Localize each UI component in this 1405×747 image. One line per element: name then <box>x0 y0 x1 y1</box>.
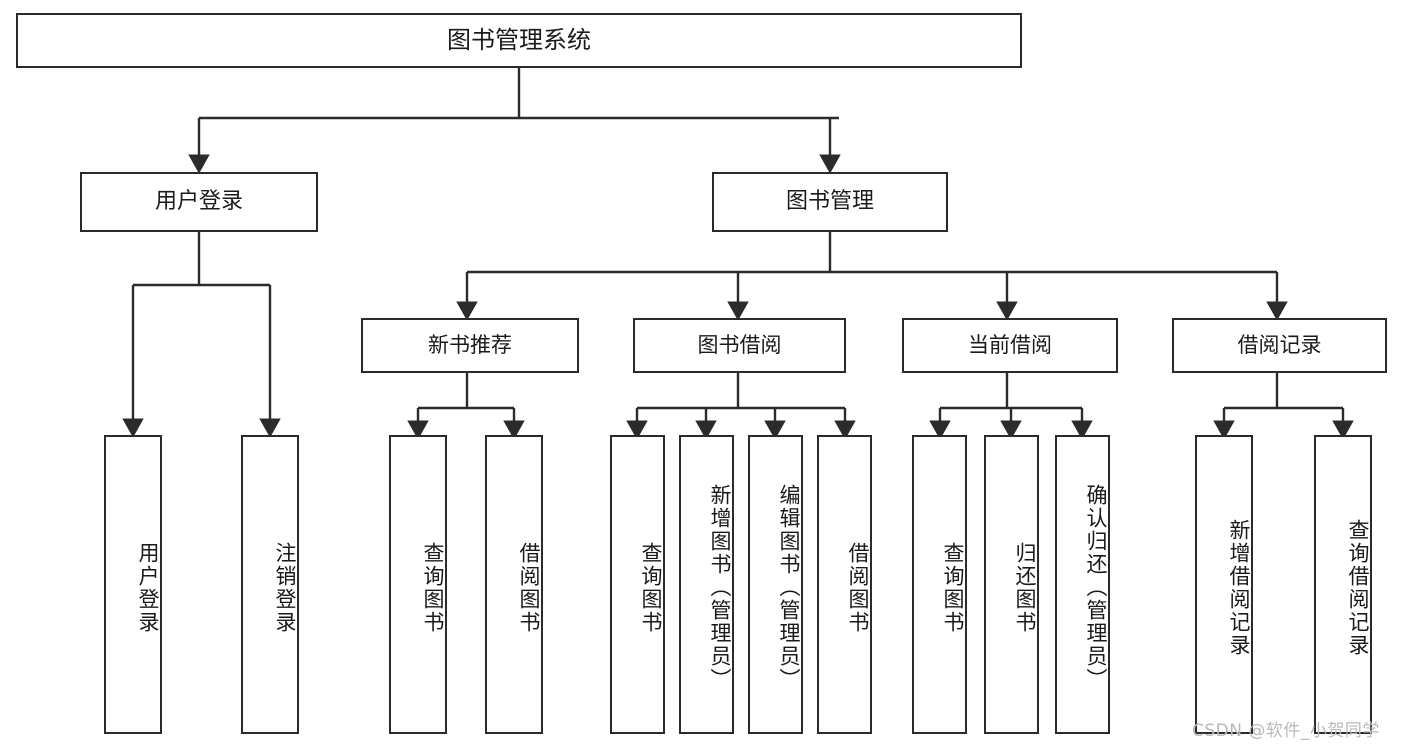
node-leaf-query-book-1[interactable]: 查询图书 <box>389 435 447 734</box>
node-new-book-recommend[interactable]: 新书推荐 <box>361 318 579 373</box>
node-leaf-edit-book[interactable]: 编辑图书（管理员） <box>748 435 803 734</box>
node-root[interactable]: 图书管理系统 <box>16 13 1022 68</box>
node-leaf-query-record-label: 查询借阅记录 <box>1346 518 1370 657</box>
node-leaf-borrow-book-2[interactable]: 借阅图书 <box>817 435 872 734</box>
node-current-borrow[interactable]: 当前借阅 <box>902 318 1118 373</box>
edge-root-stem <box>188 68 841 174</box>
node-leaf-query-book-2-label: 查询图书 <box>639 541 663 634</box>
node-leaf-borrow-book-2-label: 借阅图书 <box>846 541 870 634</box>
node-leaf-logout[interactable]: 注销登录 <box>241 435 299 734</box>
node-leaf-return-book[interactable]: 归还图书 <box>984 435 1039 734</box>
node-leaf-user-login[interactable]: 用户登录 <box>104 435 162 734</box>
node-user-login[interactable]: 用户登录 <box>80 172 318 232</box>
node-user-login-label: 用户登录 <box>154 189 243 215</box>
node-leaf-borrow-book-1-label: 借阅图书 <box>517 541 541 634</box>
node-new-book-recommend-label: 新书推荐 <box>428 333 512 358</box>
edge-book-borrow-children <box>626 373 856 440</box>
node-book-manage[interactable]: 图书管理 <box>712 172 948 232</box>
edge-book-manage-children <box>456 232 1288 321</box>
node-leaf-return-book-label: 归还图书 <box>1013 541 1037 634</box>
node-book-borrow-label: 图书借阅 <box>697 333 782 358</box>
node-current-borrow-label: 当前借阅 <box>968 333 1052 358</box>
node-leaf-query-book-1-label: 查询图书 <box>421 541 445 634</box>
csdn-watermark-text: CSDN @软件_小贺同学 <box>1192 721 1380 741</box>
node-leaf-add-book-label: 新增图书（管理员） <box>708 484 732 691</box>
node-leaf-logout-label: 注销登录 <box>273 541 297 634</box>
edge-borrow-record-children <box>1213 373 1354 440</box>
node-leaf-confirm-return-label: 确认归还（管理员） <box>1084 484 1108 691</box>
node-borrow-record[interactable]: 借阅记录 <box>1172 318 1387 373</box>
edge-user-login-children <box>122 232 281 438</box>
edge-current-borrow-children <box>929 373 1093 440</box>
csdn-watermark: CSDN @软件_小贺同学 <box>1192 716 1380 741</box>
node-leaf-edit-book-label: 编辑图书（管理员） <box>777 484 801 691</box>
node-book-borrow[interactable]: 图书借阅 <box>633 318 846 373</box>
node-leaf-add-record[interactable]: 新增借阅记录 <box>1195 435 1253 734</box>
node-leaf-borrow-book-1[interactable]: 借阅图书 <box>485 435 543 734</box>
node-leaf-add-book[interactable]: 新增图书（管理员） <box>679 435 734 734</box>
node-leaf-user-login-label: 用户登录 <box>136 541 160 634</box>
node-book-manage-label: 图书管理 <box>785 189 874 215</box>
edge-new-book-recommend-children <box>407 373 525 440</box>
node-leaf-query-book-3-label: 查询图书 <box>941 541 965 634</box>
node-leaf-add-record-label: 新增借阅记录 <box>1227 518 1251 657</box>
node-leaf-query-book-2[interactable]: 查询图书 <box>610 435 665 734</box>
node-leaf-query-book-3[interactable]: 查询图书 <box>912 435 967 734</box>
node-leaf-query-record[interactable]: 查询借阅记录 <box>1314 435 1372 734</box>
node-borrow-record-label: 借阅记录 <box>1237 333 1322 358</box>
node-root-label: 图书管理系统 <box>447 26 591 55</box>
node-leaf-confirm-return[interactable]: 确认归还（管理员） <box>1055 435 1110 734</box>
